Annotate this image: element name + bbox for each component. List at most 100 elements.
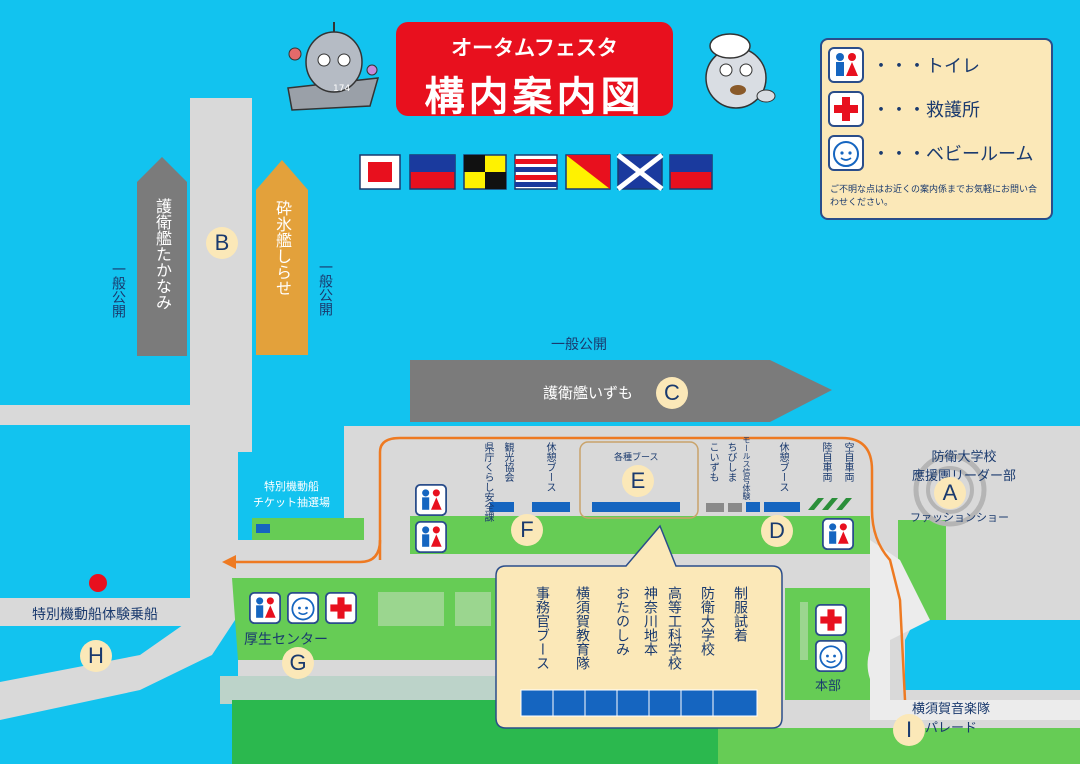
walking-route: [378, 436, 907, 701]
band-line1: 横須賀音楽隊: [912, 702, 991, 717]
public-label-izumo: 一般公開: [551, 337, 607, 353]
first-aid-icon: [815, 604, 847, 636]
east-curve: [867, 625, 892, 693]
boat-dock: [0, 598, 190, 626]
grass-lot-1: [378, 592, 444, 626]
hq-booth-1: [520, 689, 554, 717]
marker-f: F: [511, 514, 543, 546]
hq-booth-label-uniform: 制服試着: [732, 586, 748, 642]
legend-first-aid-label: ・・・救護所: [872, 100, 980, 121]
title-banner: オータムフェスタ 構内案内図: [396, 22, 673, 120]
page-title: 構内案内図: [424, 74, 645, 120]
grass-lot-3: [800, 602, 808, 660]
hq-booth-5: [648, 689, 682, 717]
booth-rest2: [764, 502, 800, 512]
ticket-area-label: 特別機動船 チケット抽選場: [253, 478, 330, 510]
area-a-line2: 應援團リーダー部: [912, 469, 1017, 484]
ship-label-izumo: 護衛艦いずも: [543, 384, 634, 402]
title-subtitle: オータムフェスタ: [451, 36, 618, 60]
booths-e-label: 各種ブース: [614, 453, 659, 463]
fashion-stage-ring-inner: [926, 466, 974, 514]
booth-rest1: [532, 502, 570, 512]
grass-lower-band: [220, 676, 500, 704]
marker-h: H: [80, 640, 112, 672]
vehicle-mark-3: [836, 498, 852, 510]
grass-north-strip: [410, 516, 870, 554]
band-line2: パレード: [925, 721, 978, 736]
first-aid-icon: [828, 91, 864, 127]
grass-ticket-area: [252, 518, 364, 540]
booth-label-koizumo: こいずも: [707, 442, 718, 482]
hq-label: 本部: [815, 679, 842, 694]
marker-c: C: [656, 377, 688, 409]
marker-i: I: [893, 714, 925, 746]
toilet-icon: [822, 518, 854, 550]
toilet-icon: [828, 47, 864, 83]
legend-panel: ・・・トイレ ・・・救護所 ・・・ベビールーム ご不明な点はお近くの案内係までお…: [820, 38, 1053, 220]
west-pier: [0, 98, 252, 720]
mascot-chef: [705, 33, 776, 109]
legend-row-toilet: ・・・トイレ: [828, 46, 980, 84]
fashion-stage-ring: [913, 453, 987, 527]
hq-booth-4: [616, 689, 650, 717]
ship-label-shirase: 砕氷艦しらせ: [273, 200, 292, 296]
hq-booth-label-fun: おたのしみ: [614, 586, 630, 656]
mascot-hull-number: 174: [333, 84, 351, 94]
ticket-booth: [256, 524, 270, 533]
baby-room-icon: [815, 640, 847, 672]
hq-booth-6: [680, 689, 714, 717]
hq-booth-label-technical: 高等工科学校: [666, 586, 682, 670]
public-label-right: 一般公開: [317, 260, 333, 316]
hq-booth-2: [552, 689, 586, 717]
toilet-icon: [249, 592, 281, 624]
marker-d: D: [761, 515, 793, 547]
baby-room-icon: [287, 592, 319, 624]
signal-flags: [359, 153, 713, 191]
legend-row-baby-room: ・・・ベビールーム: [828, 134, 1033, 172]
hq-booth-label-training: 横須賀教育隊: [574, 586, 590, 670]
baby-room-icon: [828, 135, 864, 171]
booth-label-rest2: 休憩ブース: [777, 442, 788, 492]
booth-morse: [746, 502, 760, 512]
booth-label-morse: モールス信号体験: [742, 436, 751, 500]
marker-g: G: [282, 647, 314, 679]
booth-kanko: [490, 502, 514, 512]
mascot-ship: [287, 22, 380, 111]
marker-a: A: [934, 477, 966, 509]
ship-label-takanami: 護衛艦たかなみ: [153, 198, 172, 310]
ticket-line2: チケット抽選場: [253, 496, 330, 509]
hq-booth-3: [584, 689, 618, 717]
booth-label-rest1: 休憩ブース: [544, 442, 555, 492]
booth-e-group: [592, 502, 680, 512]
booth-label-chibishima: ちびしま: [725, 442, 736, 482]
booth-label-riku: 陸自車両: [820, 442, 831, 482]
toilet-icon: [415, 521, 447, 553]
boat-ride-label: 特別機動船体験乗船: [32, 607, 158, 623]
booth-label-kencho: 県庁くらし安全課: [482, 442, 493, 522]
izumo-hull: [410, 360, 832, 422]
booth-label-kuu: 空自車両: [842, 442, 853, 482]
booth-label-kanko: 観光協会: [502, 442, 513, 482]
boat-ride-dot: [89, 574, 107, 592]
shirase-hull: [256, 160, 308, 355]
hq-booth-label-nda: 防衛大学校: [699, 586, 715, 656]
booth-koizumo: [706, 503, 724, 512]
walking-route-west: [232, 539, 382, 564]
public-label-left: 一般公開: [110, 262, 126, 318]
east-road: [870, 540, 1080, 720]
toilet-icon: [415, 484, 447, 516]
band-parade-label: 横須賀音楽隊 パレード: [912, 698, 990, 736]
welfare-center-label: 厚生センター: [244, 632, 328, 648]
hq-callout: [495, 524, 783, 729]
vehicle-mark-1: [808, 498, 824, 510]
hq-booth-label-clerical: 事務官ブース: [534, 586, 550, 670]
booth-e-frame: [579, 441, 699, 519]
marker-e: E: [622, 465, 654, 497]
ticket-line1: 特別機動船: [264, 480, 319, 493]
hq-booth-7: [712, 689, 758, 717]
legend-baby-room-label: ・・・ベビールーム: [872, 144, 1034, 165]
area-a-subtitle: ファッションショー: [910, 511, 1009, 524]
booth-chibishima: [728, 503, 742, 512]
legend-row-first-aid: ・・・救護所: [828, 90, 980, 128]
